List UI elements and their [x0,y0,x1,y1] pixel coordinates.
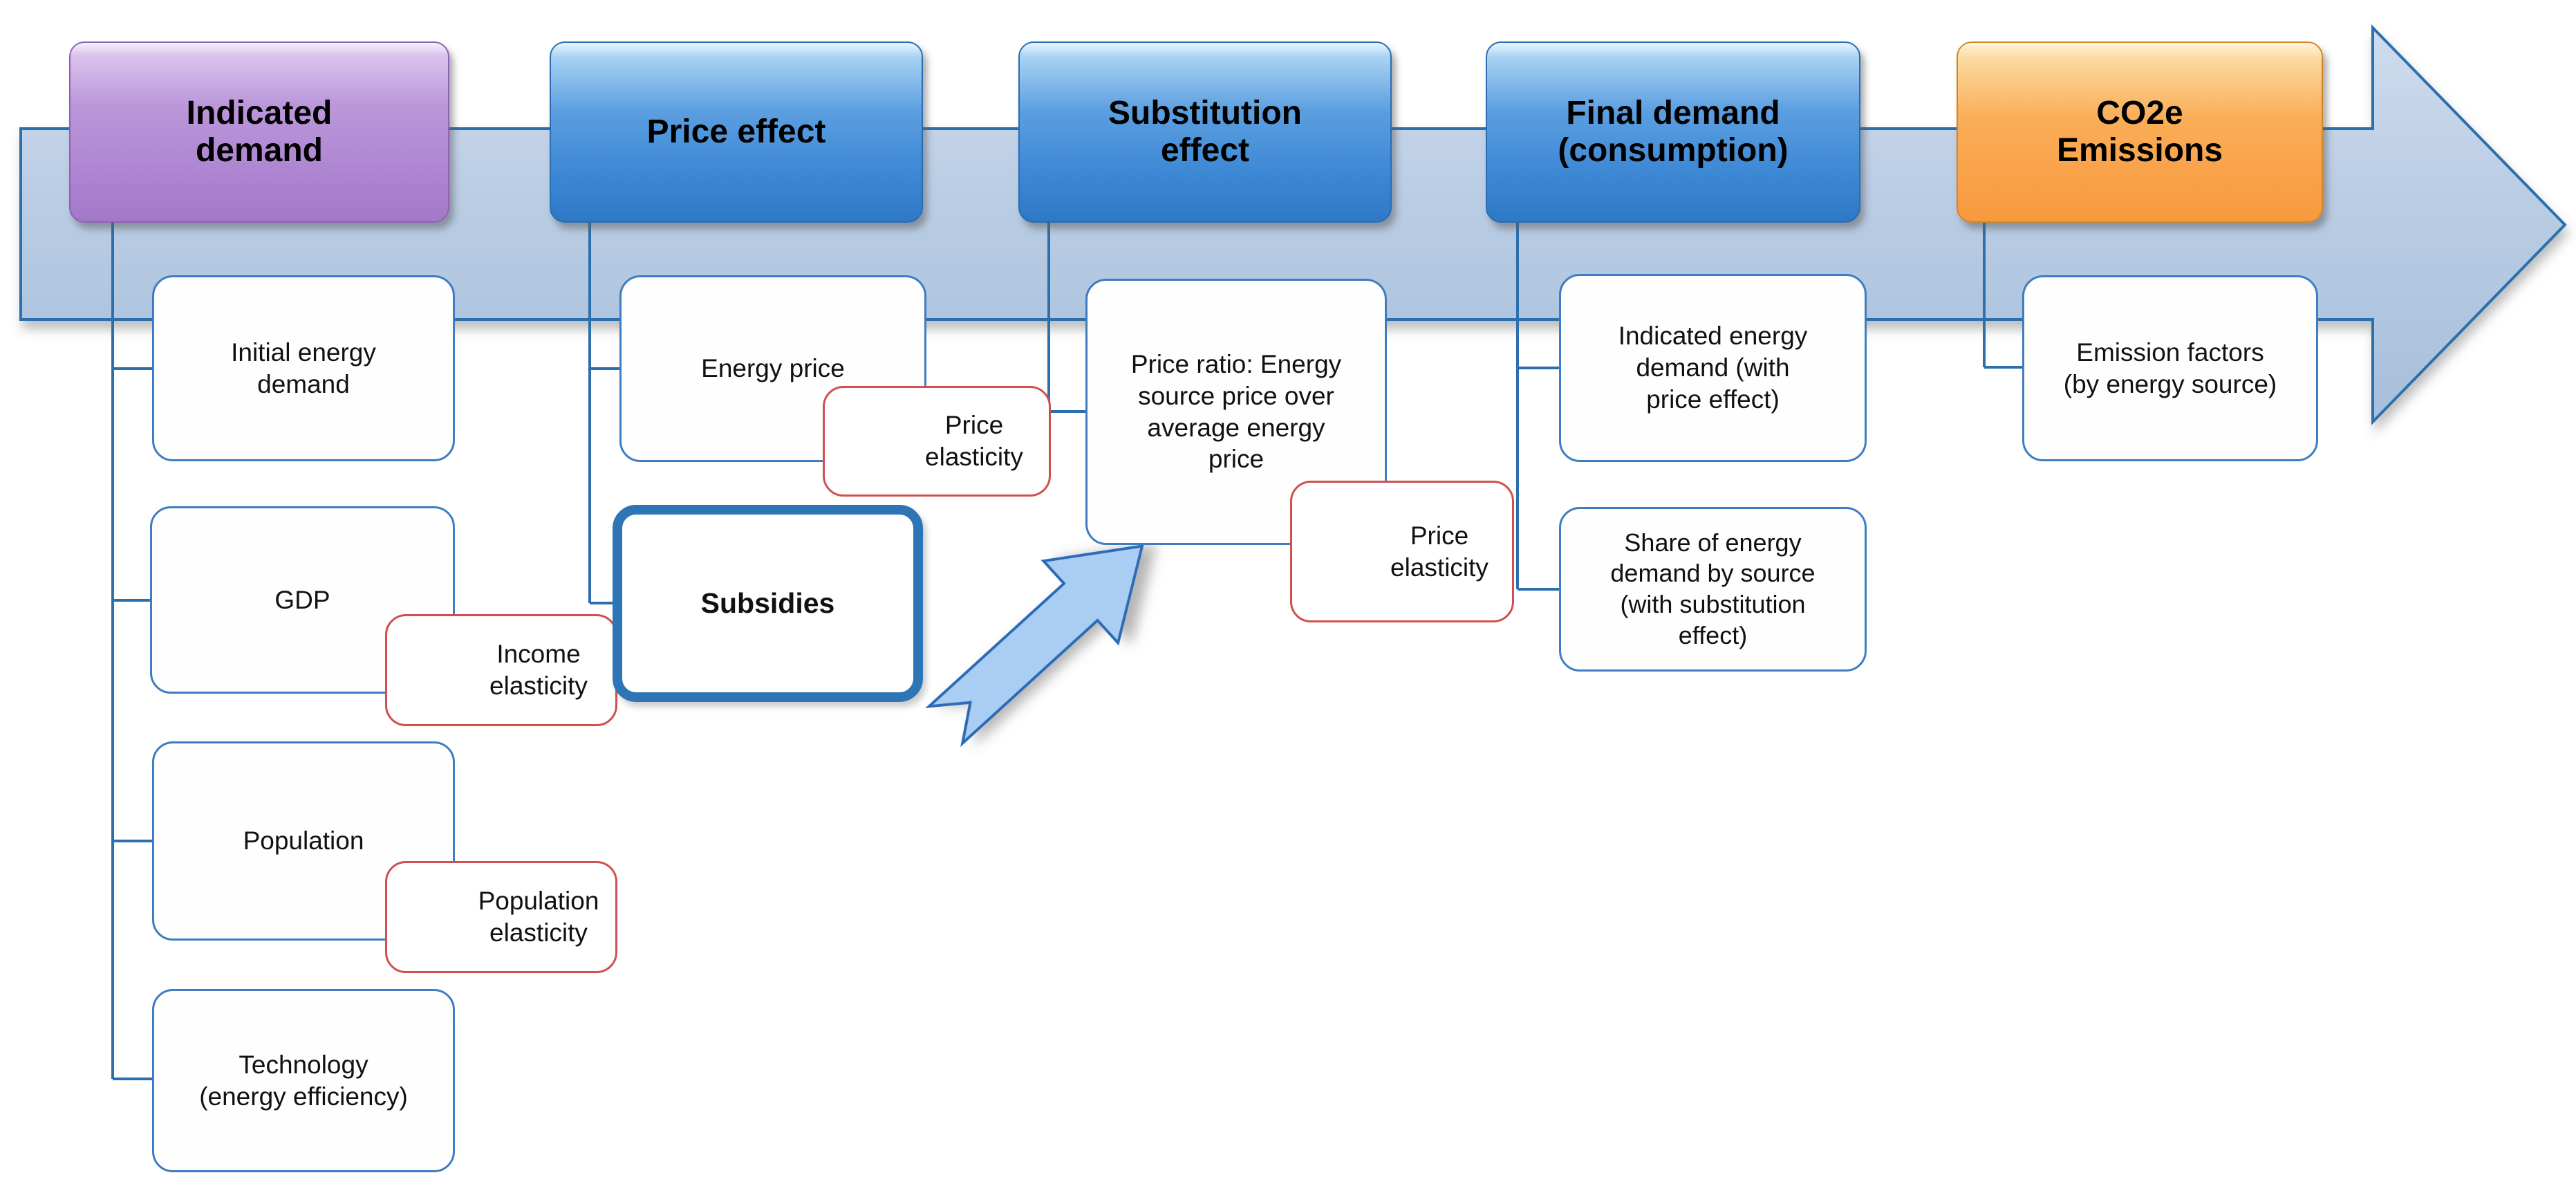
connector-co2e-emissions [1983,223,2022,369]
stage-header-co2e-emissions: CO2e Emissions [1957,41,2323,223]
box-share-energy-demand: Share of energy demand by source (with s… [1559,507,1867,672]
box-indicated-energy-demand: Indicated energy demand (with price effe… [1559,274,1867,462]
connector-final-demand [1516,223,1559,591]
income-elasticity-label: Income elasticity [489,640,588,700]
box-price-elasticity-2: Price elasticity [1290,481,1514,622]
box-income-elasticity: Income elasticity [385,614,617,726]
connector-substitution-effect [1047,223,1085,413]
box-initial-energy-demand: Initial energy demand [152,275,455,461]
box-subsidies: Subsidies [613,505,923,702]
connector-price-effect [588,223,619,604]
stage-header-substitution-effect: Substitution effect [1018,41,1392,223]
subsidies-to-price-ratio-arrow [924,544,1144,748]
box-price-elasticity-1: Price elasticity [823,386,1051,497]
price-elasticity-1-label: Price elasticity [925,411,1023,471]
box-emission-factors: Emission factors (by energy source) [2022,275,2318,461]
stage-header-price-effect: Price effect [550,41,923,223]
price-elasticity-2-label: Price elasticity [1390,521,1488,582]
stage-header-indicated-demand: Indicated demand [69,41,449,223]
connector-indicated-demand [111,223,152,1080]
box-technology: Technology (energy efficiency) [152,989,455,1172]
box-population-elasticity: Population elasticity [385,861,617,973]
population-elasticity-label: Population elasticity [478,887,599,947]
stage-header-final-demand: Final demand (consumption) [1486,41,1860,223]
